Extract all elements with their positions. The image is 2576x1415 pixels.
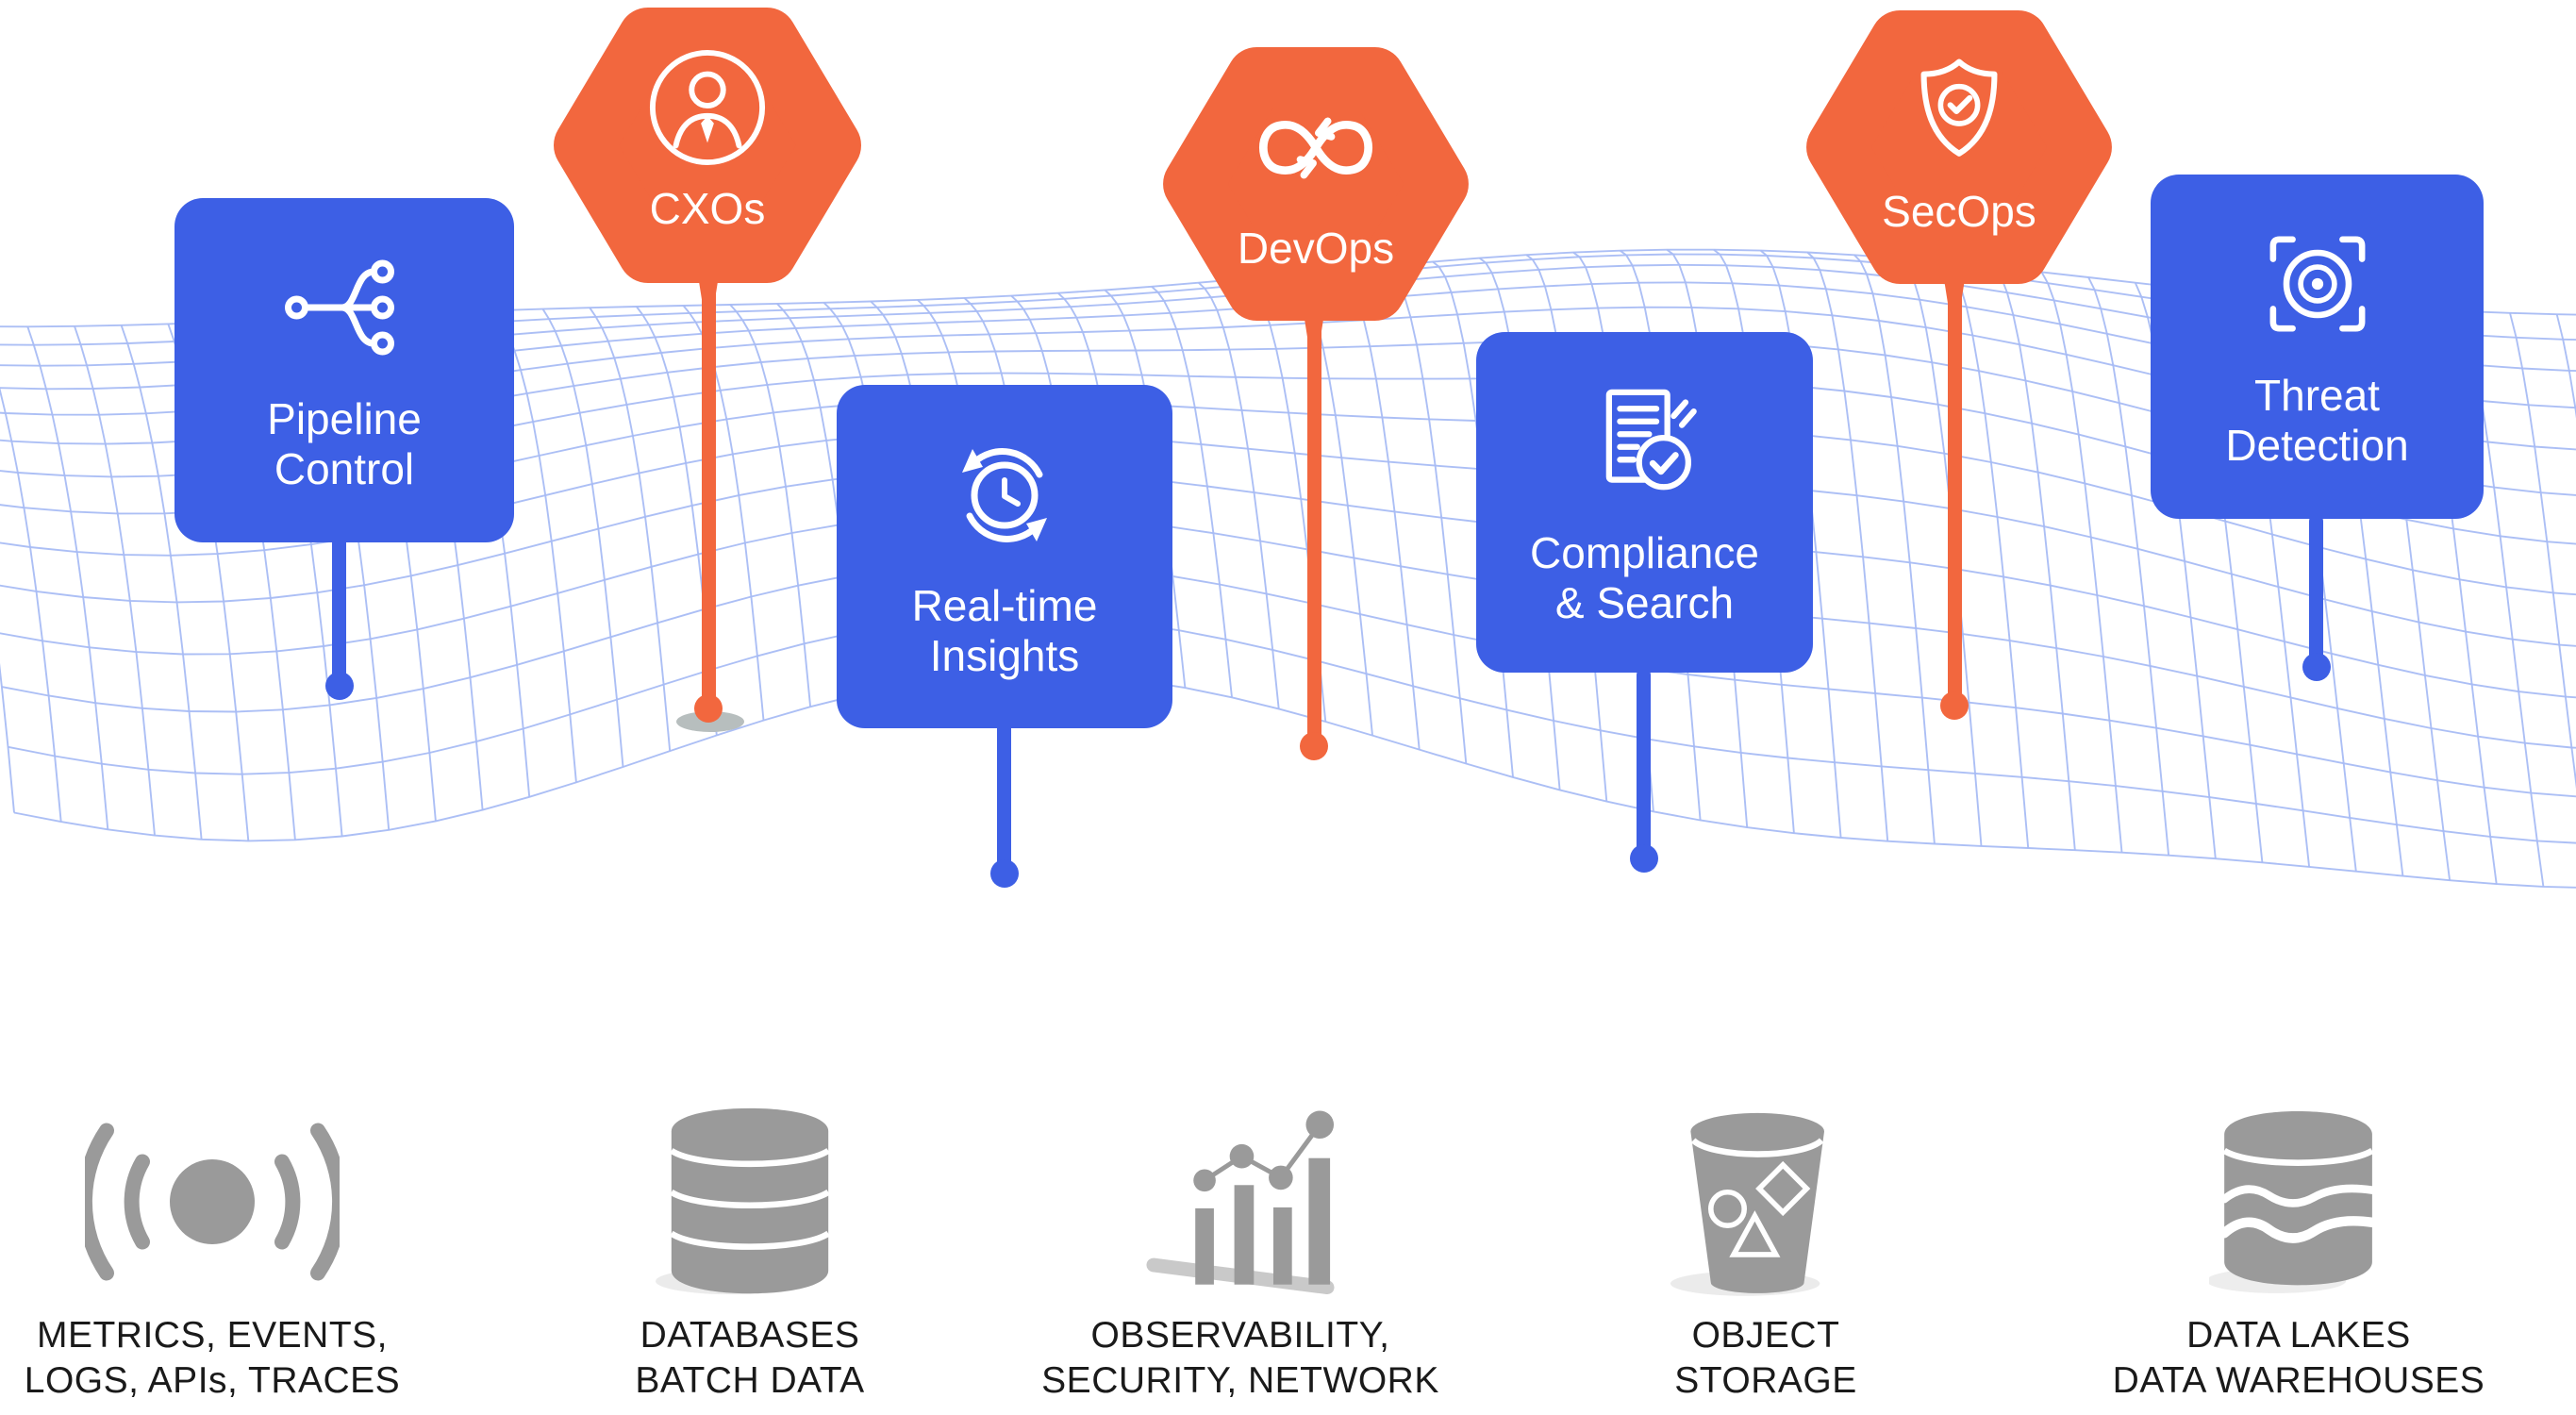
- anchor-dot-devops: [1300, 732, 1328, 760]
- anchor-dot-cxos: [694, 694, 723, 723]
- card-pipeline-control: Pipeline Control: [175, 198, 514, 542]
- stem-cxos: [702, 275, 716, 709]
- capability-label: Real-time Insights: [911, 581, 1098, 680]
- persona-label: CXOs: [649, 184, 766, 233]
- hexagon-cxos: CXOs: [550, 0, 865, 291]
- storage-bucket-icon: [1670, 1092, 1863, 1311]
- database-cylinder-icon: [656, 1092, 844, 1311]
- bar-chart-trend-icon: [1145, 1092, 1336, 1311]
- anchor-dot-pipeline-control: [325, 672, 354, 700]
- hexagon-shape: [1163, 46, 1469, 322]
- broadcast-signal-icon: [85, 1092, 340, 1311]
- source-databases-batch: DATABASES BATCH DATA: [524, 1092, 976, 1404]
- source-label: OBSERVABILITY, SECURITY, NETWORK: [1041, 1315, 1439, 1401]
- source-object-storage: OBJECT STORAGE: [1539, 1092, 1992, 1404]
- executive-user-icon: [647, 45, 768, 170]
- stem-devops: [1307, 313, 1321, 749]
- hexagon-shape: [554, 8, 861, 283]
- source-label: DATABASES BATCH DATA: [635, 1315, 865, 1401]
- stem-threat-detection: [2309, 514, 2323, 670]
- source-label: OBJECT STORAGE: [1674, 1315, 1857, 1401]
- realtime-sync-clock-icon: [943, 432, 1066, 557]
- persona-label: SecOps: [1882, 187, 2036, 236]
- stem-realtime-insights: [997, 722, 1011, 876]
- card-compliance-search: Compliance & Search: [1476, 332, 1813, 673]
- data-lake-cylinder-icon: [2209, 1092, 2388, 1311]
- pipeline-branch-icon: [278, 245, 410, 370]
- compliance-doc-check-icon: [1579, 379, 1711, 504]
- hexagon-secops: SecOps: [1802, 3, 2117, 291]
- hexagon-devops: DevOps: [1158, 40, 1473, 328]
- source-label: DATA LAKES DATA WAREHOUSES: [2112, 1315, 2485, 1401]
- source-metrics-events-logs: METRICS, EVENTS, LOGS, APIs, TRACES: [0, 1092, 439, 1404]
- stem-secops: [1948, 279, 1962, 708]
- secops-shield-check-icon: [1904, 48, 2014, 173]
- source-data-lakes-warehouses: DATA LAKES DATA WAREHOUSES: [2072, 1092, 2525, 1404]
- anchor-dot-compliance-search: [1630, 844, 1658, 873]
- anchor-dot-realtime-insights: [990, 859, 1019, 888]
- card-threat-detection: Threat Detection: [2151, 175, 2484, 519]
- capability-label: Compliance & Search: [1530, 528, 1759, 627]
- card-realtime-insights: Real-time Insights: [837, 385, 1172, 728]
- persona-label: DevOps: [1237, 224, 1395, 273]
- anchor-dot-threat-detection: [2302, 653, 2331, 681]
- anchor-dot-secops: [1940, 691, 1969, 720]
- stem-compliance-search: [1637, 668, 1651, 862]
- devops-infinity-icon: [1229, 85, 1403, 209]
- source-observability-security: OBSERVABILITY, SECURITY, NETWORK: [1014, 1092, 1467, 1404]
- hexagon-shape: [1806, 9, 2112, 285]
- capability-label: Pipeline Control: [267, 394, 422, 493]
- source-label: METRICS, EVENTS, LOGS, APIs, TRACES: [24, 1315, 401, 1401]
- capability-label: Threat Detection: [2225, 371, 2409, 470]
- stem-pipeline-control: [332, 536, 346, 689]
- threat-detection-target-icon: [2255, 222, 2380, 346]
